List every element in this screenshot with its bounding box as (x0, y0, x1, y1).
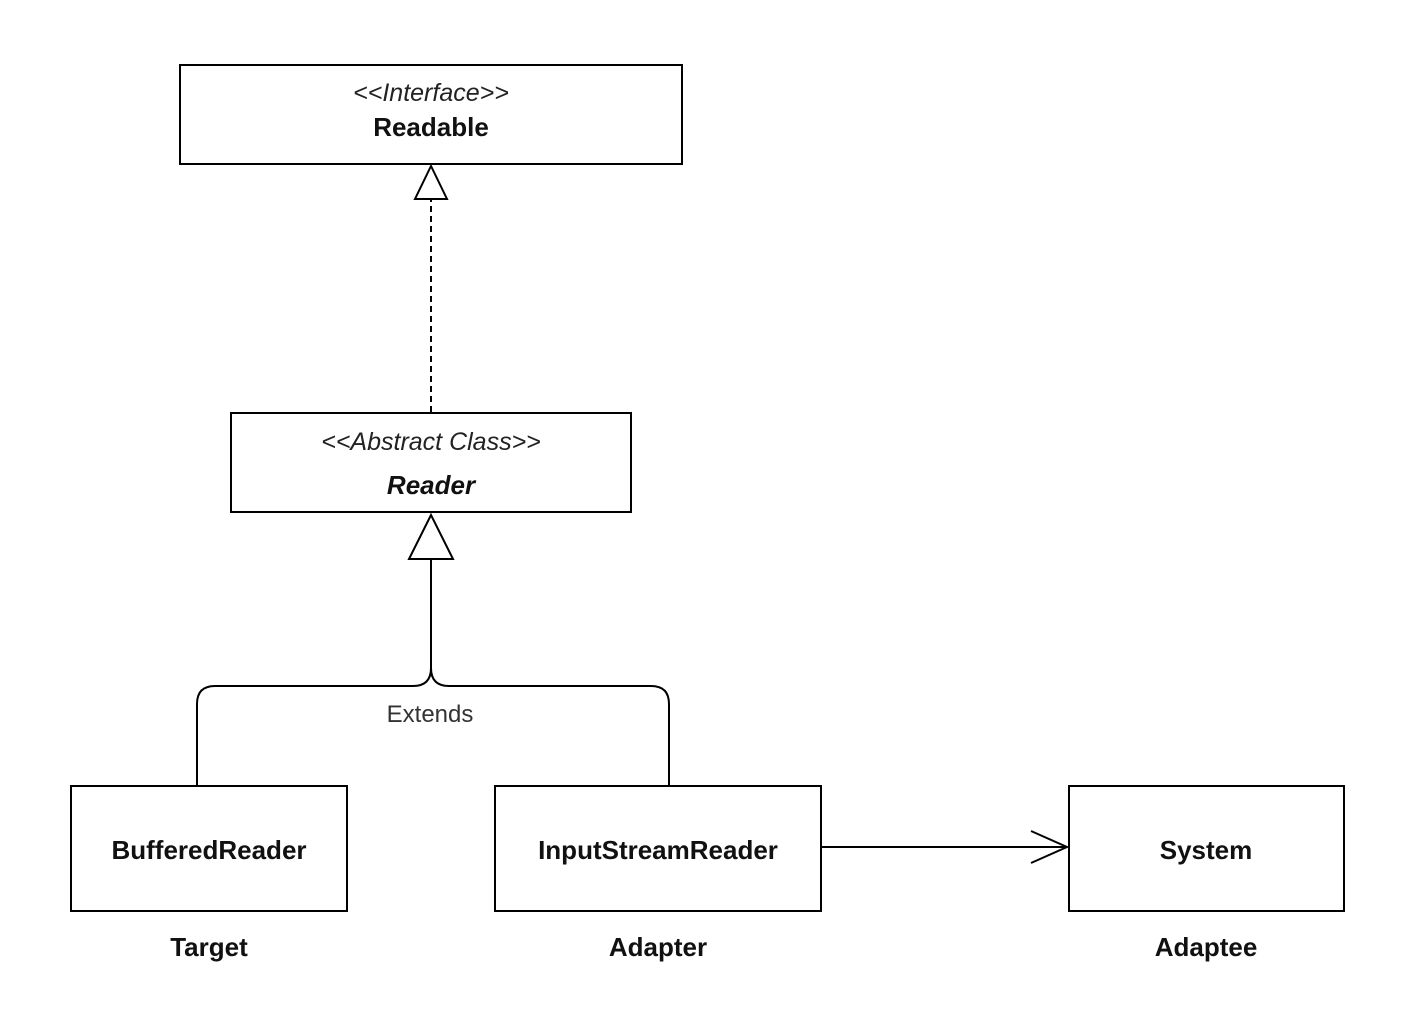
adapter-role-label: Adapter (609, 932, 707, 962)
system-box (1068, 785, 1345, 912)
association-arrowhead (1030, 830, 1070, 864)
input-stream-reader-node[interactable]: InputStreamReader (494, 785, 822, 912)
generalization-line-right (430, 667, 670, 785)
readable-box (179, 64, 683, 165)
buffered-reader-box (70, 785, 348, 912)
readable-interface-node[interactable]: <<Interface>> Readable (179, 64, 683, 165)
input-stream-reader-name: InputStreamReader (538, 835, 778, 865)
generalization-arrowhead (407, 512, 455, 560)
system-name: System (1160, 835, 1253, 865)
association-edge (821, 830, 1070, 864)
generalization-line-left (196, 559, 432, 785)
buffered-reader-node[interactable]: BufferedReader (70, 785, 348, 912)
reader-name: Reader (387, 470, 477, 500)
generalization-edge: Extends (196, 512, 670, 785)
input-stream-reader-box (494, 785, 822, 912)
readable-name: Readable (373, 112, 489, 142)
target-role-label: Target (170, 932, 248, 962)
system-node[interactable]: System (1068, 785, 1345, 912)
readable-stereotype: <<Interface>> (353, 79, 509, 107)
reader-box (230, 412, 632, 513)
extends-label: Extends (387, 701, 474, 728)
adaptee-role-label: Adaptee (1155, 932, 1258, 962)
reader-stereotype: <<Abstract Class>> (321, 428, 541, 456)
reader-abstract-node[interactable]: <<Abstract Class>> Reader (230, 412, 632, 513)
realization-edge (413, 163, 449, 412)
buffered-reader-name: BufferedReader (111, 835, 306, 865)
realization-arrowhead (413, 163, 449, 200)
